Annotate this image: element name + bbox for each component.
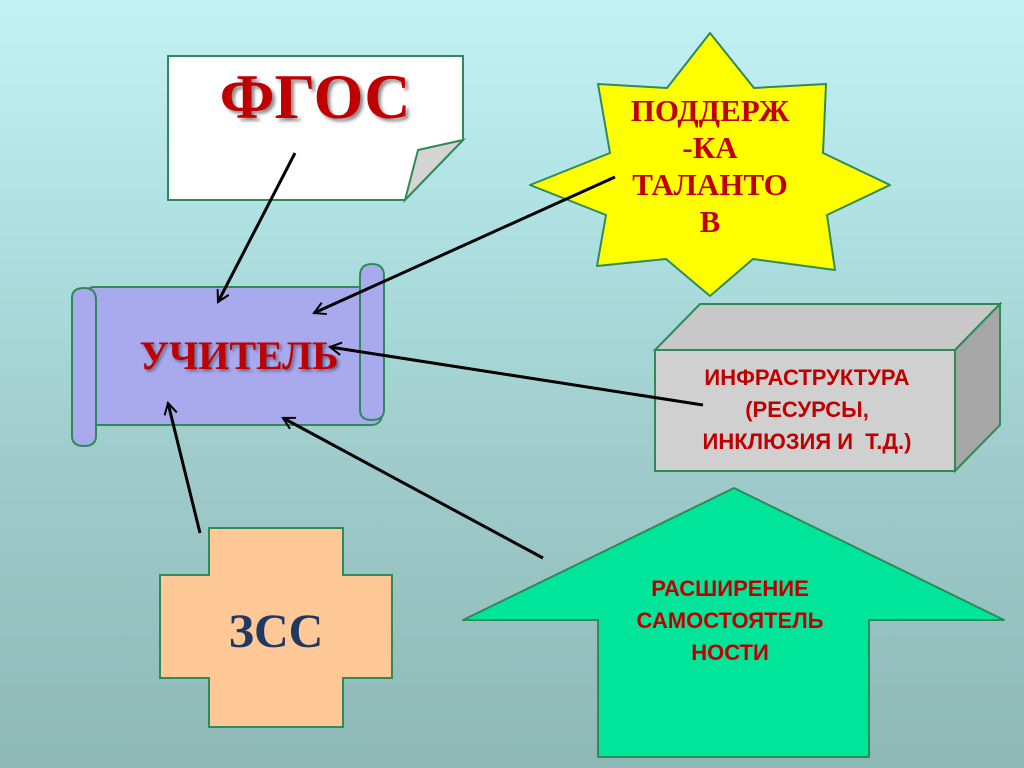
independence-line: НОСТИ [691,640,769,665]
infrastructure-line: ИНКЛЮЗИЯ И Т.Д.) [702,429,912,454]
talent-support-label: ПОДДЕРЖ -КА ТАЛАНТО В [610,92,810,240]
talent-support-line: -КА [682,130,738,165]
infrastructure-line: (РЕСУРСЫ, [745,397,869,422]
talent-support-line: ПОДДЕРЖ [630,93,790,128]
cube-front [654,349,956,472]
arrow-zss-to-teacher [163,401,202,534]
arrow-talent-to-teacher [312,175,616,316]
talent-support-line: В [699,204,721,239]
teacher-scroll [71,262,385,448]
arrow-independence-to-teacher [281,416,544,560]
independence-label: РАСШИРЕНИЕ САМОСТОЯТЕЛЬ НОСТИ [580,573,880,669]
teacher-title: УЧИТЕЛЬ [139,333,339,378]
independence-arrow-shape [462,487,1005,758]
arrow-fgos-to-teacher [216,152,297,304]
teacher-scroll-left-roll [71,286,97,448]
infrastructure-cube [652,301,1003,474]
talent-support-line: ТАЛАНТО [632,167,788,202]
infrastructure-line: ИНФРАСТРУКТУРА [704,365,910,390]
connectors [163,152,704,560]
zss-plus-shape [159,527,393,728]
fgos-card-fold [403,138,467,204]
teacher-scroll-right-roll [359,262,385,422]
independence-line: САМОСТОЯТЕЛЬ [636,608,824,633]
independence-line: РАСШИРЕНИЕ [651,576,809,601]
talent-star [529,32,891,297]
fgos-card [167,55,467,204]
fgos-title: ФГОС [219,61,411,132]
infrastructure-label: ИНФРАСТРУКТУРА (РЕСУРСЫ, ИНКЛЮЗИЯ И Т.Д.… [652,362,962,458]
zss-title: ЗСС [228,605,324,658]
arrow-infrastructure-to-teacher [327,341,704,407]
cube-top [652,303,1003,351]
